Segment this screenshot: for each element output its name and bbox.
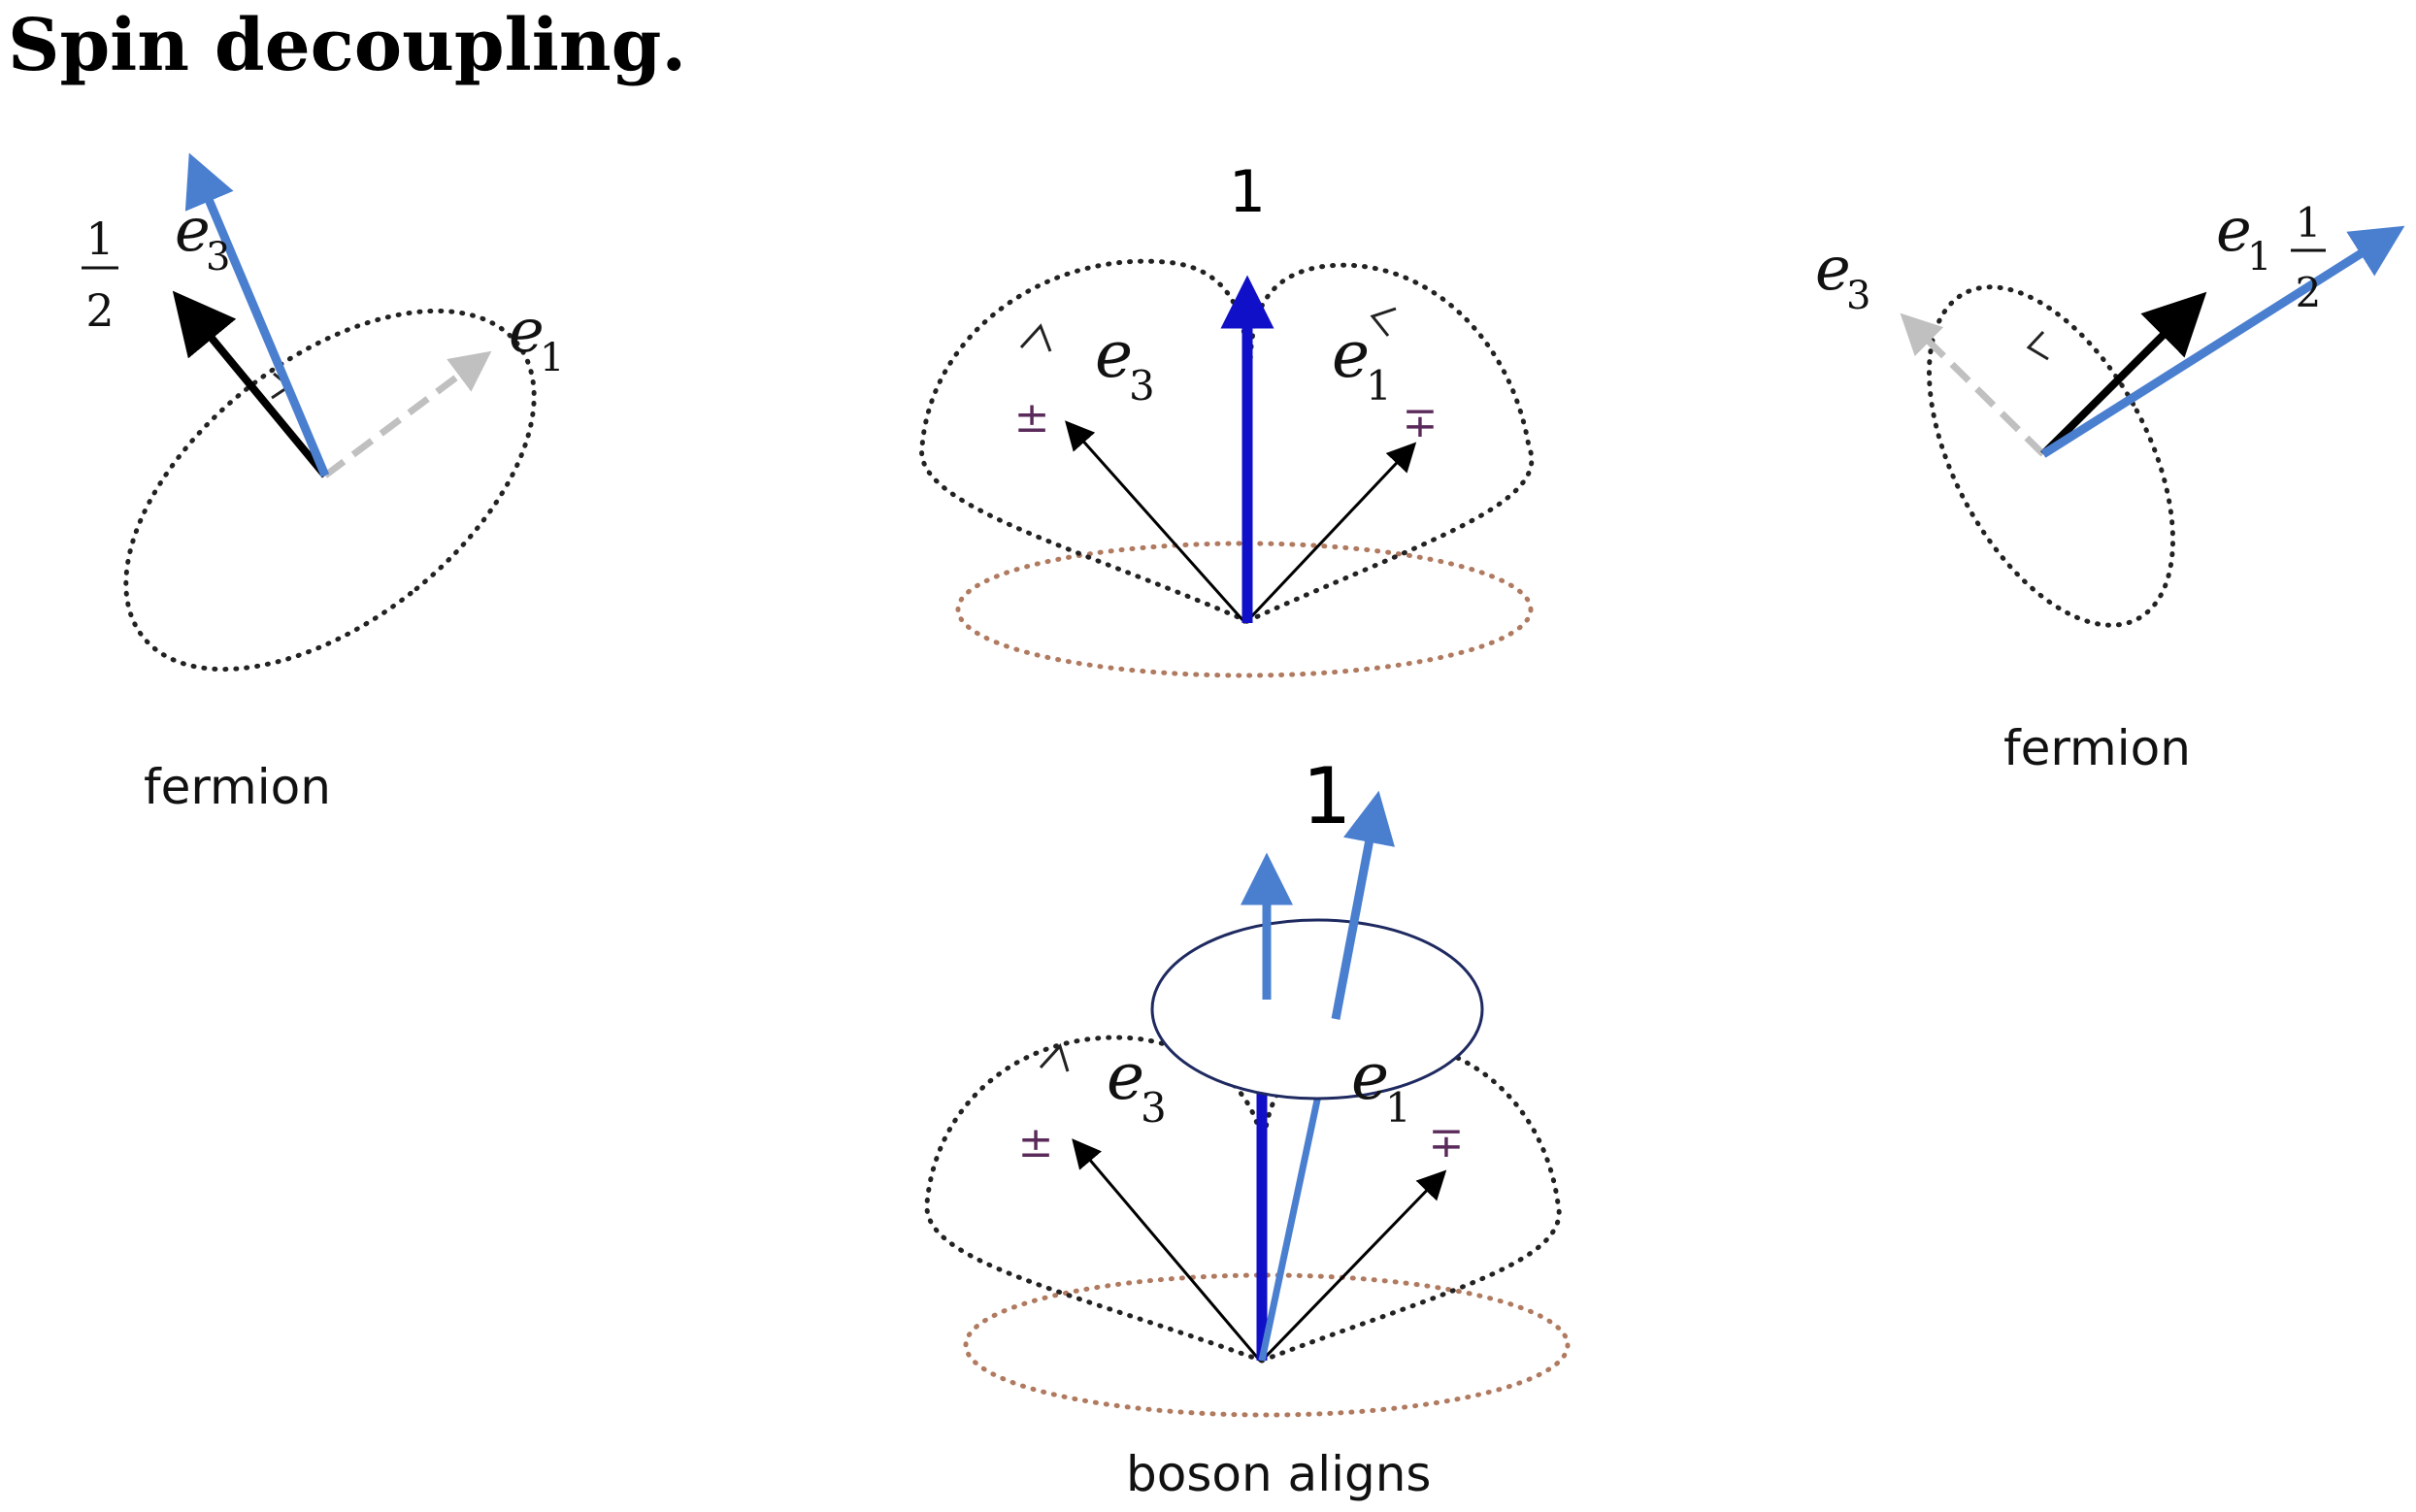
bottom-e1-arrow bbox=[1260, 1169, 1447, 1363]
top-minus-plus-label: ∓ bbox=[1403, 398, 1439, 447]
bottom-spin-one-label: 1 bbox=[1303, 751, 1352, 841]
top-left-lobe-arrowhead bbox=[1019, 323, 1052, 352]
right-e3-label: e bbox=[1815, 233, 1851, 304]
bottom-minus-plus-label: ∓ bbox=[1429, 1118, 1465, 1167]
bottom-plus-minus-label: ± bbox=[1018, 1118, 1054, 1167]
right-fermion-figure: e 3 e 1 1 2 bbox=[1815, 194, 2405, 628]
bottom-e1-label: e bbox=[1351, 1039, 1389, 1114]
left-fermion-caption: fermion bbox=[144, 759, 331, 815]
left-black-spin-arrow bbox=[172, 290, 329, 478]
right-spin-ellipse bbox=[1926, 284, 2176, 628]
left-e1-subscript: 1 bbox=[540, 336, 564, 380]
top-e3-subscript: 3 bbox=[1129, 362, 1155, 410]
bottom-e1-subscript: 1 bbox=[1385, 1084, 1411, 1132]
bottom-left-lobe bbox=[924, 1035, 1265, 1364]
right-blue-spin-arrow bbox=[2040, 225, 2405, 458]
top-e3-label: e bbox=[1095, 317, 1133, 392]
bottom-tilted-blue-arrow bbox=[1331, 790, 1396, 1020]
page-title: Spin decoupling. bbox=[8, 4, 687, 87]
bottom-boson-figure: 1 e 3 e 1 ± ∓ bbox=[924, 751, 1571, 1418]
left-half-numerator: 1 bbox=[85, 213, 114, 265]
right-rotation-arrowhead bbox=[2026, 330, 2049, 361]
right-e1-label: e bbox=[2216, 194, 2252, 265]
bottom-e3-subscript: 3 bbox=[1141, 1084, 1167, 1132]
left-e3-subscript: 3 bbox=[206, 235, 230, 279]
right-e1-subscript: 1 bbox=[2247, 235, 2271, 279]
right-e3-subscript: 3 bbox=[1846, 274, 1870, 318]
bottom-left-lobe-arrowhead bbox=[1039, 1043, 1070, 1072]
left-fermion-figure: 1 2 e 3 e 1 bbox=[82, 152, 564, 673]
top-right-lobe bbox=[1244, 262, 1535, 624]
top-e1-label: e bbox=[1332, 317, 1370, 392]
top-e1-subscript: 1 bbox=[1366, 362, 1392, 410]
left-e3-label: e bbox=[175, 194, 211, 265]
left-blue-spin-arrow bbox=[184, 152, 330, 477]
top-spin-one-label: 1 bbox=[1229, 158, 1266, 226]
right-black-spin-arrow bbox=[2040, 291, 2207, 457]
top-right-lobe-arrowhead bbox=[1370, 307, 1397, 337]
bottom-precession-disc bbox=[1150, 918, 1484, 1101]
top-plus-minus-label: ± bbox=[1014, 393, 1050, 443]
top-e3-arrow bbox=[1065, 420, 1247, 624]
left-e1-label: e bbox=[509, 295, 545, 366]
right-half-numerator: 1 bbox=[2296, 199, 2322, 247]
bottom-e3-arrow bbox=[1072, 1138, 1262, 1362]
left-half-denominator: 2 bbox=[85, 284, 114, 337]
right-fermion-caption: fermion bbox=[2003, 720, 2191, 776]
left-e1-dashed-arrow bbox=[322, 350, 492, 478]
top-e1-arrow bbox=[1243, 442, 1417, 625]
top-boson-figure: 1 e 3 e 1 ± ∓ bbox=[919, 158, 1535, 678]
left-spin-ellipse bbox=[123, 308, 537, 673]
right-half-denominator: 2 bbox=[2296, 269, 2322, 316]
bottom-tilted-blue-line bbox=[1258, 1076, 1326, 1362]
top-base-ellipse bbox=[955, 541, 1534, 678]
boson-aligns-caption: boson aligns bbox=[1126, 1446, 1432, 1502]
bottom-e3-label: e bbox=[1107, 1039, 1144, 1114]
right-e3-dashed-arrow bbox=[1900, 312, 2046, 457]
